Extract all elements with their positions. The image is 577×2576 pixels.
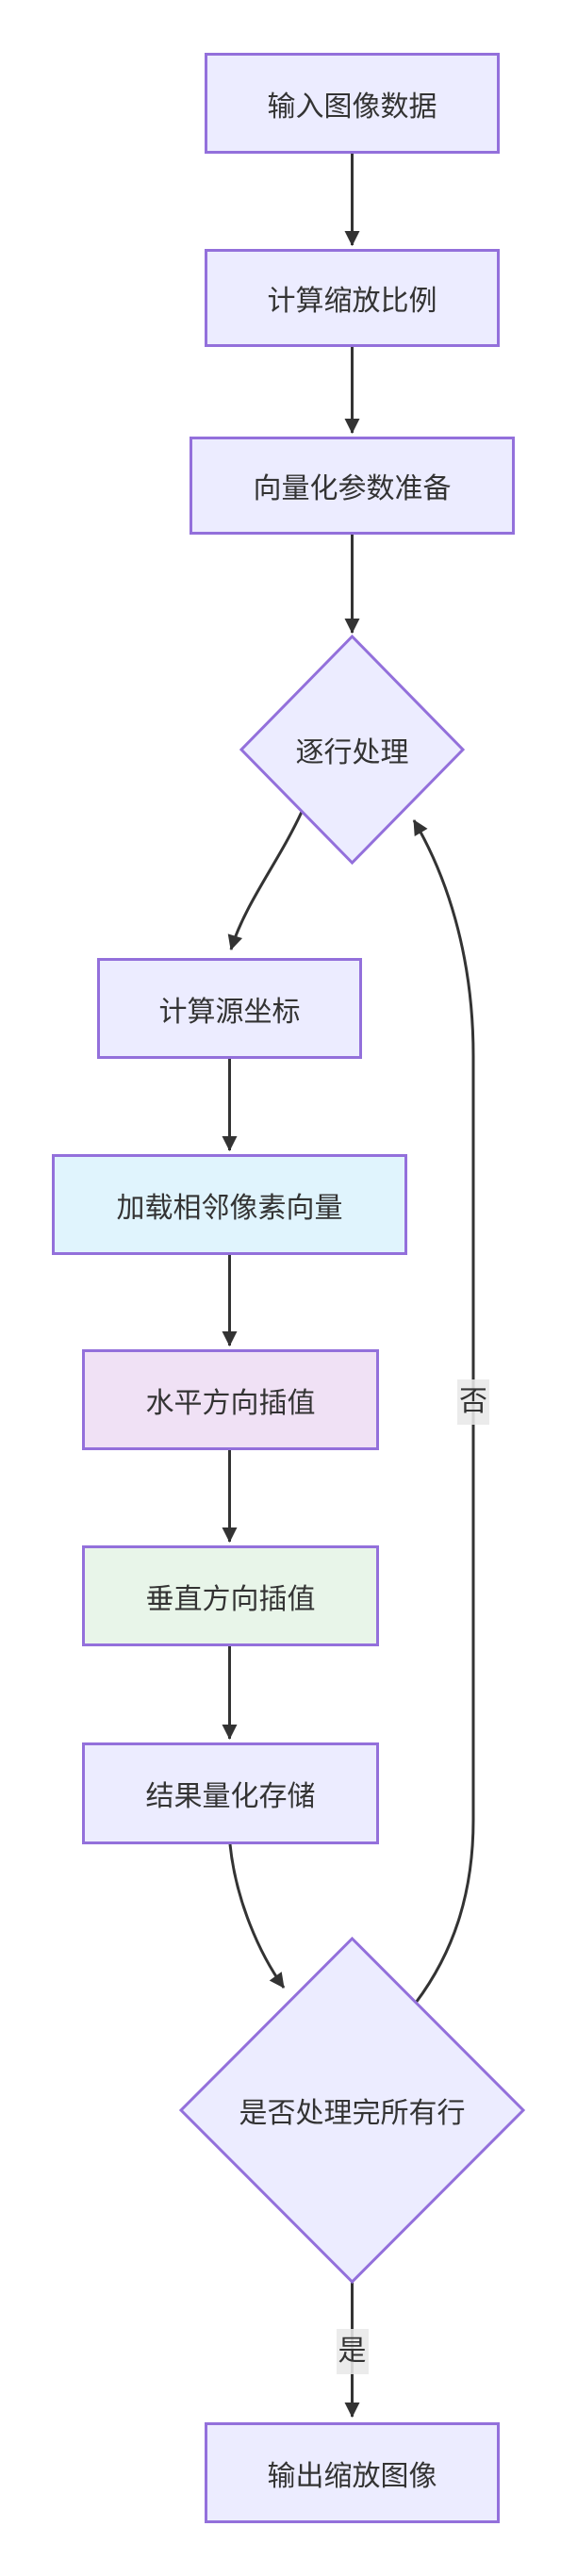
edge-label-no: 否	[457, 1379, 489, 1425]
node-load-pixels: 加载相邻像素向量	[52, 1154, 407, 1255]
node-scale-label: 计算缩放比例	[267, 285, 437, 318]
node-src-coord: 计算源坐标	[97, 958, 362, 1059]
edge-rowloop-srccoord	[227, 811, 304, 950]
node-h-interp: 水平方向插值	[82, 1349, 379, 1450]
edge-rowsdone-rowloop-no	[412, 819, 475, 2004]
node-h-interp-label: 水平方向插值	[145, 1386, 316, 1420]
node-src-coord-label: 计算源坐标	[158, 995, 301, 1029]
node-prep: 向量化参数准备	[190, 437, 515, 535]
node-load-pixels-label: 加载相邻像素向量	[116, 1191, 343, 1225]
edge-label-yes: 是	[336, 2329, 369, 2374]
node-prep-label: 向量化参数准备	[253, 472, 452, 505]
node-output-label: 输出缩放图像	[267, 2459, 437, 2493]
node-rows-done-diamond	[178, 1936, 526, 2285]
node-quantize-label: 结果量化存储	[145, 1780, 316, 1813]
node-input: 输入图像数据	[205, 53, 500, 154]
node-v-interp: 垂直方向插值	[82, 1545, 379, 1646]
edge-quantize-rowsdone	[228, 1843, 286, 1989]
node-rows-done-label: 是否处理完所有行	[239, 2097, 466, 2130]
node-row-loop-label: 逐行处理	[295, 736, 409, 769]
node-scale: 计算缩放比例	[205, 249, 500, 347]
node-row-loop-diamond	[239, 634, 466, 866]
node-quantize: 结果量化存储	[82, 1742, 379, 1844]
node-v-interp-label: 垂直方向插值	[145, 1582, 316, 1616]
node-input-label: 输入图像数据	[267, 90, 437, 124]
node-output: 输出缩放图像	[205, 2422, 500, 2523]
